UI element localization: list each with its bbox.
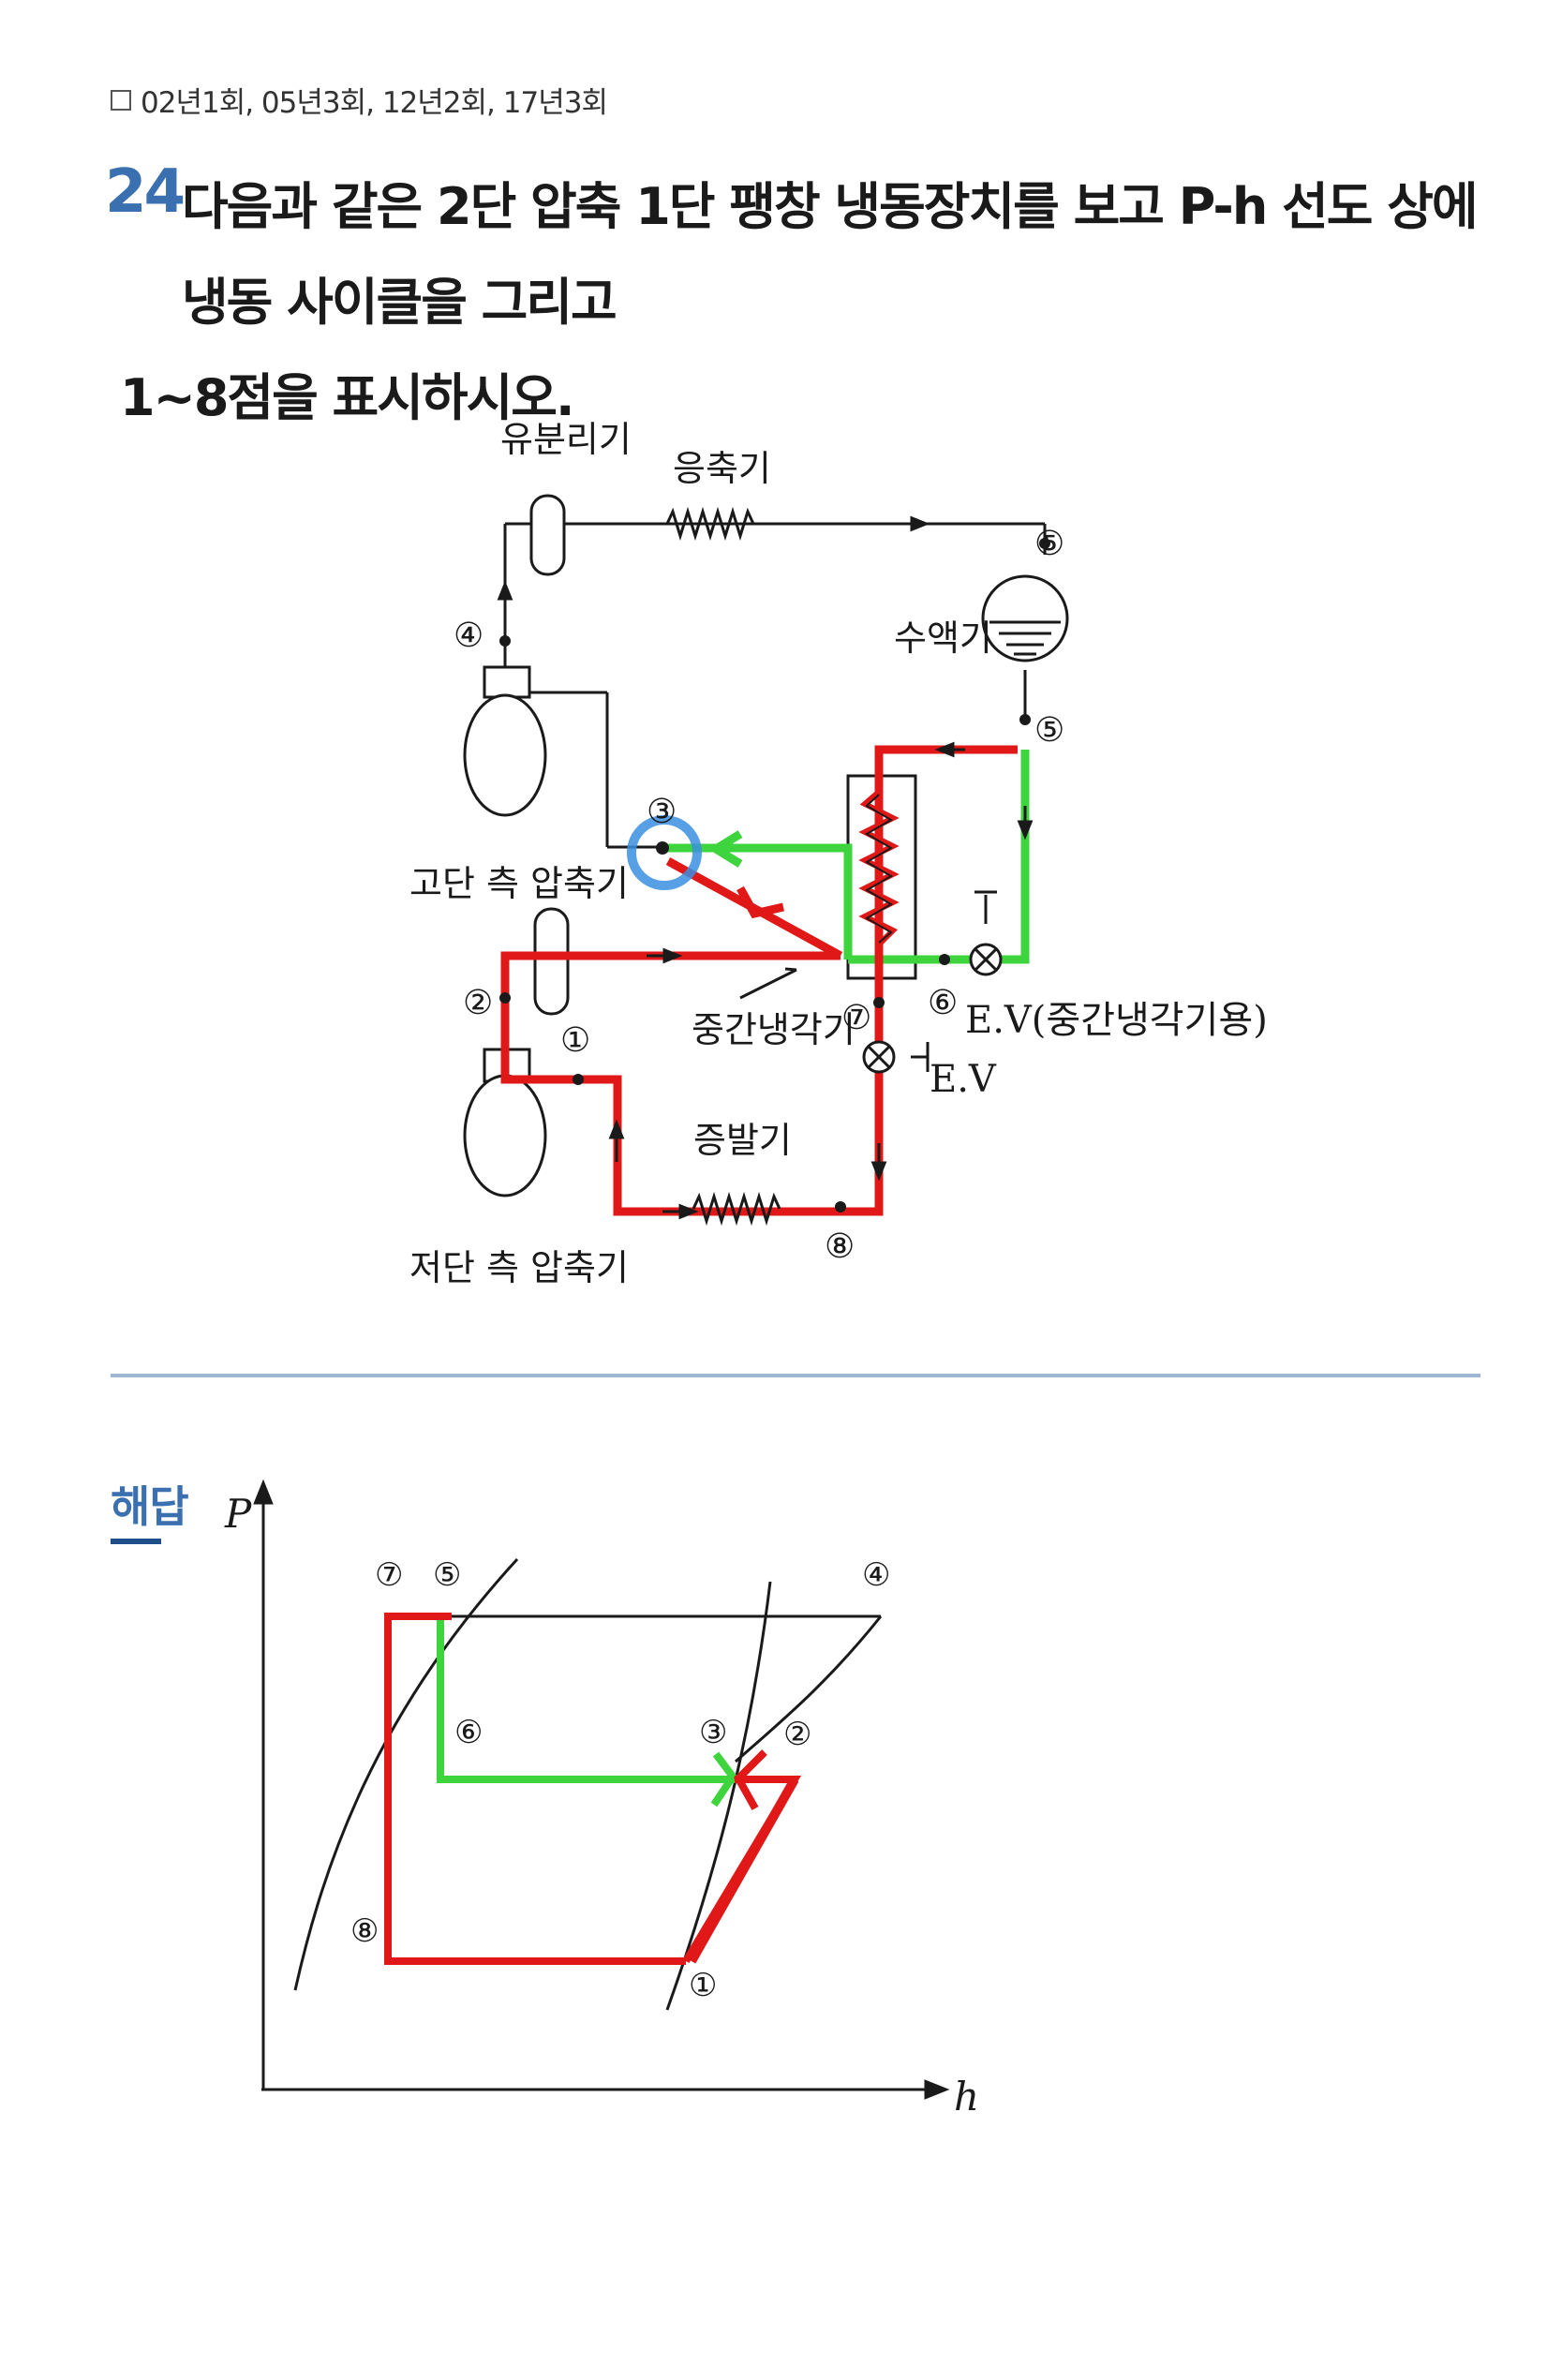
- ph-point-3: ③: [699, 1714, 727, 1751]
- saturated-liquid-line: [293, 1557, 519, 1991]
- ph-point-6: ⑥: [454, 1714, 483, 1751]
- receiver-liquid-lines: [989, 620, 1061, 656]
- point-8: ⑧: [825, 1227, 855, 1266]
- piping: [503, 522, 1047, 1072]
- point-2: ②: [463, 984, 493, 1022]
- point-6: ⑥: [928, 984, 958, 1022]
- high-compressor-head: [483, 665, 531, 699]
- ph-point-8: ⑧: [350, 1912, 379, 1950]
- label-low-compressor: 저단 측 압축기: [409, 1247, 629, 1288]
- point-3: ③: [647, 793, 677, 831]
- page: 02년1회, 05년3회, 12년2회, 17년3회 24 다음과 같은 2단 …: [105, 79, 1512, 2120]
- answer-underline: [111, 1539, 161, 1544]
- ev-intercooler-valve: [969, 943, 1003, 976]
- low-compressor: [463, 1074, 547, 1197]
- ev-main-valve: [862, 1040, 896, 1074]
- label-evaporator: 증발기: [693, 1120, 792, 1161]
- ph-point-2: ②: [783, 1716, 811, 1753]
- low-side-separator: [533, 907, 570, 1016]
- high-compressor: [463, 693, 547, 817]
- question-text-line2: 1~8점을 표시하시오.: [120, 368, 574, 427]
- receiver: [981, 574, 1069, 662]
- label-ev: E.V: [930, 1058, 997, 1101]
- ph-point-1: ①: [689, 1967, 717, 2004]
- label-intercooler: 중간냉각기: [692, 1009, 855, 1050]
- point-5-top: ⑤: [1034, 525, 1064, 563]
- ph-point-7: ⑦: [375, 1556, 403, 1594]
- condenser-coil: [665, 506, 755, 542]
- label-ev-intercooler: E.V(중간냉각기용): [965, 999, 1268, 1042]
- ph-green-path: [437, 1616, 737, 1807]
- green-path: [662, 750, 1030, 964]
- evaporator-coil: [692, 1191, 781, 1227]
- oil-separator: [529, 494, 566, 576]
- checkbox-icon[interactable]: [111, 89, 131, 111]
- h-axis-label: h: [954, 2074, 979, 2120]
- question-number: 24: [105, 157, 186, 227]
- label-condenser: 응축기: [673, 448, 771, 489]
- label-receiver: 수액기: [894, 617, 992, 659]
- ph-red-path: [384, 1613, 802, 1965]
- label-high-compressor: 고단 측 압축기: [409, 863, 629, 904]
- label-oil-separator: 유분리기: [500, 419, 632, 460]
- ph-point-5: ⑤: [433, 1556, 461, 1594]
- intercooler-coil: [858, 789, 900, 947]
- high-compression-line: [735, 1615, 883, 1763]
- ph-point-4: ④: [862, 1556, 890, 1594]
- question-text-line1: 다음과 같은 2단 압축 1단 팽창 냉동장치를 보고 P-h 선도 상에 냉동…: [182, 177, 1479, 332]
- exam-history: 02년1회, 05년3회, 12년2회, 17년3회: [141, 86, 608, 120]
- point-4: ④: [454, 617, 483, 655]
- answer-label: 해답: [111, 1481, 189, 1532]
- point-1: ①: [560, 1021, 590, 1060]
- point-5-bottom: ⑤: [1034, 711, 1064, 750]
- refrigeration-diagram: 유분리기 응축기 수액기 고단 측 압축기 중간냉각기 E.V(중간냉각기용) …: [409, 419, 1268, 1288]
- ph-diagram: P h ⑦ ⑤ ④ ⑥ ③ ② ⑧ ①: [224, 1479, 979, 2120]
- section-divider: [111, 1374, 1480, 1377]
- point-3-highlight: [627, 815, 702, 890]
- exam-history-line: 02년1회, 05년3회, 12년2회, 17년3회: [111, 79, 608, 121]
- junction-dots: [499, 538, 1050, 1212]
- p-axis-label: P: [224, 1491, 252, 1537]
- point-7: ⑦: [841, 999, 871, 1037]
- question-text: 다음과 같은 2단 압축 1단 팽창 냉동장치를 보고 P-h 선도 상에 냉동…: [120, 159, 1512, 446]
